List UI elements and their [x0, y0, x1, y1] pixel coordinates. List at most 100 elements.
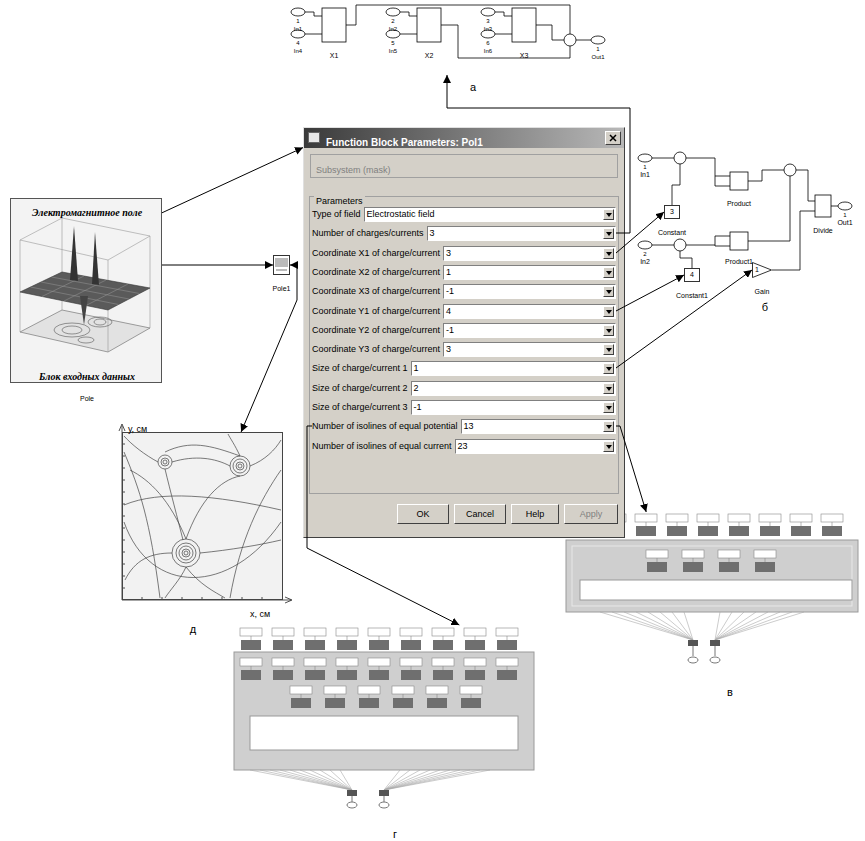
block-label: 2 [643, 251, 646, 258]
subsystem-diagram: г [232, 625, 535, 822]
close-icon [606, 132, 620, 144]
text-anchor: Out1 [591, 45, 604, 63]
block-label: 6 [486, 40, 489, 47]
text-anchor: In1 [640, 163, 650, 181]
dropdown-field: -1 [443, 323, 616, 338]
text-anchor: In2 [640, 250, 650, 268]
text-anchor: 5 [391, 31, 394, 49]
figure-letter: б [762, 301, 768, 314]
parameter-value: -1 [446, 286, 454, 296]
text-anchor: In1 [294, 17, 302, 35]
dropdown-arrow [606, 271, 612, 275]
text-anchor: 1 [296, 9, 299, 27]
dropdown-field: Electrostatic field [364, 207, 616, 222]
parameter-row: Coordinate Y3 of charge/current3 [312, 341, 616, 357]
parameter-row: Size of charge/current 3-1 [312, 399, 616, 415]
text-anchor: 2 [391, 9, 394, 27]
text-anchor: X1 [330, 44, 339, 62]
parameter-name: Size of charge/current 2 [312, 383, 411, 393]
simulink-wiring [638, 152, 852, 270]
text-anchor: Constant1 [676, 284, 708, 302]
parameter-value: 3 [430, 228, 435, 238]
dropdown-field: 1 [443, 265, 616, 280]
parameter-row: Coordinate X2 of charge/current1 [312, 264, 616, 280]
dropdown-arrow [606, 425, 612, 429]
text-anchor: Parameters [314, 190, 365, 208]
text-anchor: 1 [643, 155, 646, 173]
close-cross [610, 135, 616, 141]
block-label: Out1 [591, 54, 604, 61]
parameter-name: Number of isolines of equal current [312, 441, 455, 451]
close-button [605, 131, 621, 145]
dropdown-field: 1 [411, 361, 616, 376]
block-label: 1 [843, 212, 846, 219]
connector-arrow [162, 265, 273, 266]
text-anchor: In2 [389, 17, 397, 35]
connector-arrow [447, 75, 630, 233]
dropdown-arrow [606, 445, 612, 449]
block-label: In2 [640, 258, 650, 266]
text-anchor: Product1 [725, 250, 753, 268]
block-name: Pole [80, 395, 94, 403]
dropdown-arrow [606, 387, 612, 391]
dropdown-field: 4 [443, 304, 616, 319]
dropdown-arrow [606, 213, 612, 217]
block-label: Divide [813, 227, 832, 235]
dropdown-field: 3 [443, 342, 616, 357]
text-anchor: In6 [484, 39, 492, 57]
parameter-name: Coordinate X1 of charge/current [312, 248, 443, 258]
text-anchor: 3 [486, 9, 489, 27]
figure-letter: в [727, 686, 733, 699]
parameter-name: Number of isolines of equal potential [312, 421, 461, 431]
dropdown-button [603, 267, 614, 278]
dropdown-button [603, 248, 614, 259]
axis-label: х, см [250, 609, 270, 619]
window-icon [308, 132, 320, 143]
dropdown-arrow [606, 329, 612, 333]
dropdown-field: 3 [443, 246, 616, 261]
parameter-row: Size of charge/current 11 [312, 360, 616, 376]
dropdown-field: -1 [411, 400, 616, 415]
block-label: Product [727, 200, 751, 208]
dropdown-button [603, 306, 614, 317]
text-anchor: Product [727, 192, 751, 210]
block-value: 4 [690, 271, 694, 279]
dialog-button: OK [397, 504, 449, 524]
subsystem-diagram: в [563, 512, 860, 668]
parameter-value: Electrostatic field [367, 209, 435, 219]
text-anchor: Subsystem (mask) [316, 159, 391, 177]
dropdown-field: -1 [443, 284, 616, 299]
connector-arrow [307, 426, 459, 625]
text-anchor: 6 [486, 31, 489, 49]
group-title: Subsystem (mask) [316, 165, 391, 175]
dropdown-button [603, 286, 614, 297]
text-anchor: а [470, 77, 476, 95]
block-label: In1 [294, 26, 302, 33]
figure-letter: а [470, 81, 476, 94]
text-anchor: 1 [596, 37, 599, 55]
dropdown-field: 3 [427, 226, 616, 241]
block-label: 4 [296, 40, 299, 47]
axis-label: у, см [128, 424, 147, 434]
block-label: In2 [389, 26, 397, 33]
block-label: Product1 [725, 258, 753, 266]
gain-block: 1Gain [752, 262, 772, 278]
parameter-name: Size of charge/current 1 [312, 363, 411, 373]
text-anchor: у, см [128, 418, 147, 436]
simulink-wiring [291, 5, 605, 58]
text-anchor: Электромагнитное поле [32, 202, 142, 220]
block-icon [275, 258, 288, 270]
dropdown-button [603, 363, 614, 374]
connector-arrow [616, 270, 752, 368]
text-anchor: 4 [296, 31, 299, 49]
block-label: 2 [391, 18, 394, 25]
text-anchor: 2 [643, 242, 646, 260]
dropdown-button [603, 383, 614, 394]
block-label: In3 [484, 26, 492, 33]
parameter-value: 3 [446, 344, 451, 354]
text-anchor: х, см [250, 603, 270, 621]
text-anchor: X2 [425, 44, 434, 62]
dialog-button: Apply [564, 504, 618, 524]
text-anchor: 1 [843, 203, 846, 221]
